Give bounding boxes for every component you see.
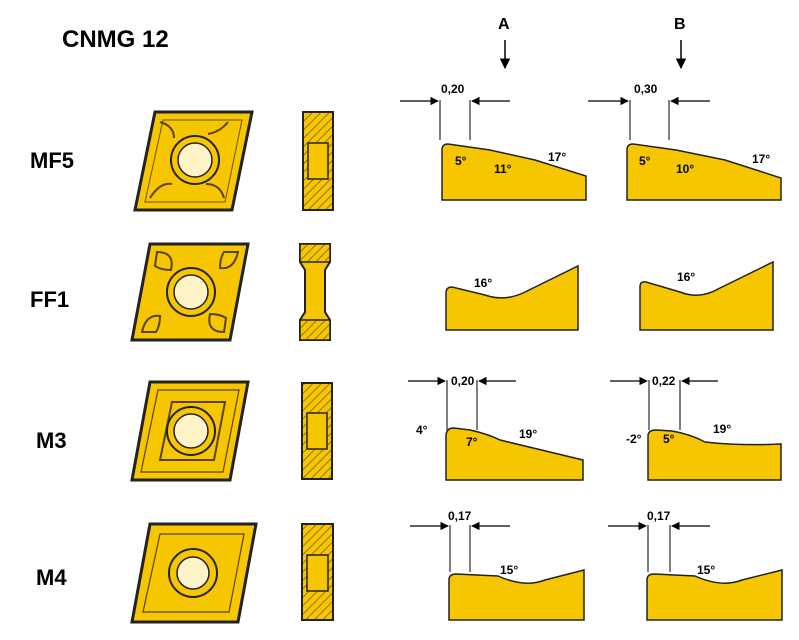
insert-side-view-ff1 bbox=[299, 243, 331, 341]
profile-m4-b bbox=[608, 521, 783, 621]
dim-mf5-a: 0,20 bbox=[441, 82, 465, 96]
angle-ff1-b: 16° bbox=[677, 270, 696, 284]
page-title: CNMG 12 bbox=[62, 26, 169, 53]
angle-m3-b-1: -2° bbox=[626, 432, 642, 446]
row-label-m4: M4 bbox=[36, 565, 67, 590]
angle-m4-b: 15° bbox=[697, 563, 716, 577]
angle-mf5-b-3: 17° bbox=[752, 152, 771, 166]
dim-m3-b: 0,22 bbox=[652, 374, 676, 388]
angle-m3-b-3: 19° bbox=[713, 422, 732, 436]
profile-mf5-a bbox=[400, 96, 587, 201]
angle-mf5-a-2: 11° bbox=[494, 162, 512, 176]
dim-m4-a: 0,17 bbox=[448, 509, 472, 523]
dim-m3-a: 0,20 bbox=[451, 374, 475, 388]
row-label-m3: M3 bbox=[36, 428, 67, 453]
column-a-label: A bbox=[498, 16, 510, 33]
angle-mf5-b-1: 5° bbox=[639, 154, 651, 168]
row-label-mf5: MF5 bbox=[30, 148, 74, 173]
angle-ff1-a: 16° bbox=[474, 276, 493, 290]
profile-m3-a bbox=[408, 376, 584, 481]
insert-side-view-m4 bbox=[301, 523, 334, 621]
angle-mf5-a-3: 17° bbox=[548, 150, 567, 164]
dim-m4-b: 0,17 bbox=[647, 509, 671, 523]
angle-m3-b-2: 5° bbox=[663, 432, 675, 446]
insert-top-view-mf5 bbox=[133, 110, 254, 212]
insert-top-view-m3 bbox=[130, 380, 250, 482]
dim-mf5-b: 0,30 bbox=[634, 82, 658, 96]
angle-mf5-b-2: 10° bbox=[676, 162, 695, 176]
row-label-ff1: FF1 bbox=[30, 287, 70, 312]
insert-side-view-mf5 bbox=[302, 111, 334, 211]
insert-top-view-m4 bbox=[130, 522, 258, 624]
insert-side-view-m3 bbox=[301, 382, 333, 480]
profile-ff1-a bbox=[445, 264, 579, 331]
angle-m3-a-3: 19° bbox=[519, 427, 538, 441]
profile-ff1-b bbox=[639, 260, 774, 331]
angle-m3-a-2: 7° bbox=[466, 435, 478, 449]
profile-mf5-b bbox=[588, 96, 782, 201]
profile-m3-b bbox=[610, 376, 782, 481]
insert-top-view-ff1 bbox=[130, 242, 250, 342]
angle-mf5-a-1: 5° bbox=[455, 154, 467, 168]
column-b-label: B bbox=[674, 16, 686, 33]
angle-m4-a: 15° bbox=[500, 563, 519, 577]
angle-m3-a-1: 4° bbox=[416, 423, 428, 437]
profile-m4-a bbox=[410, 521, 585, 621]
